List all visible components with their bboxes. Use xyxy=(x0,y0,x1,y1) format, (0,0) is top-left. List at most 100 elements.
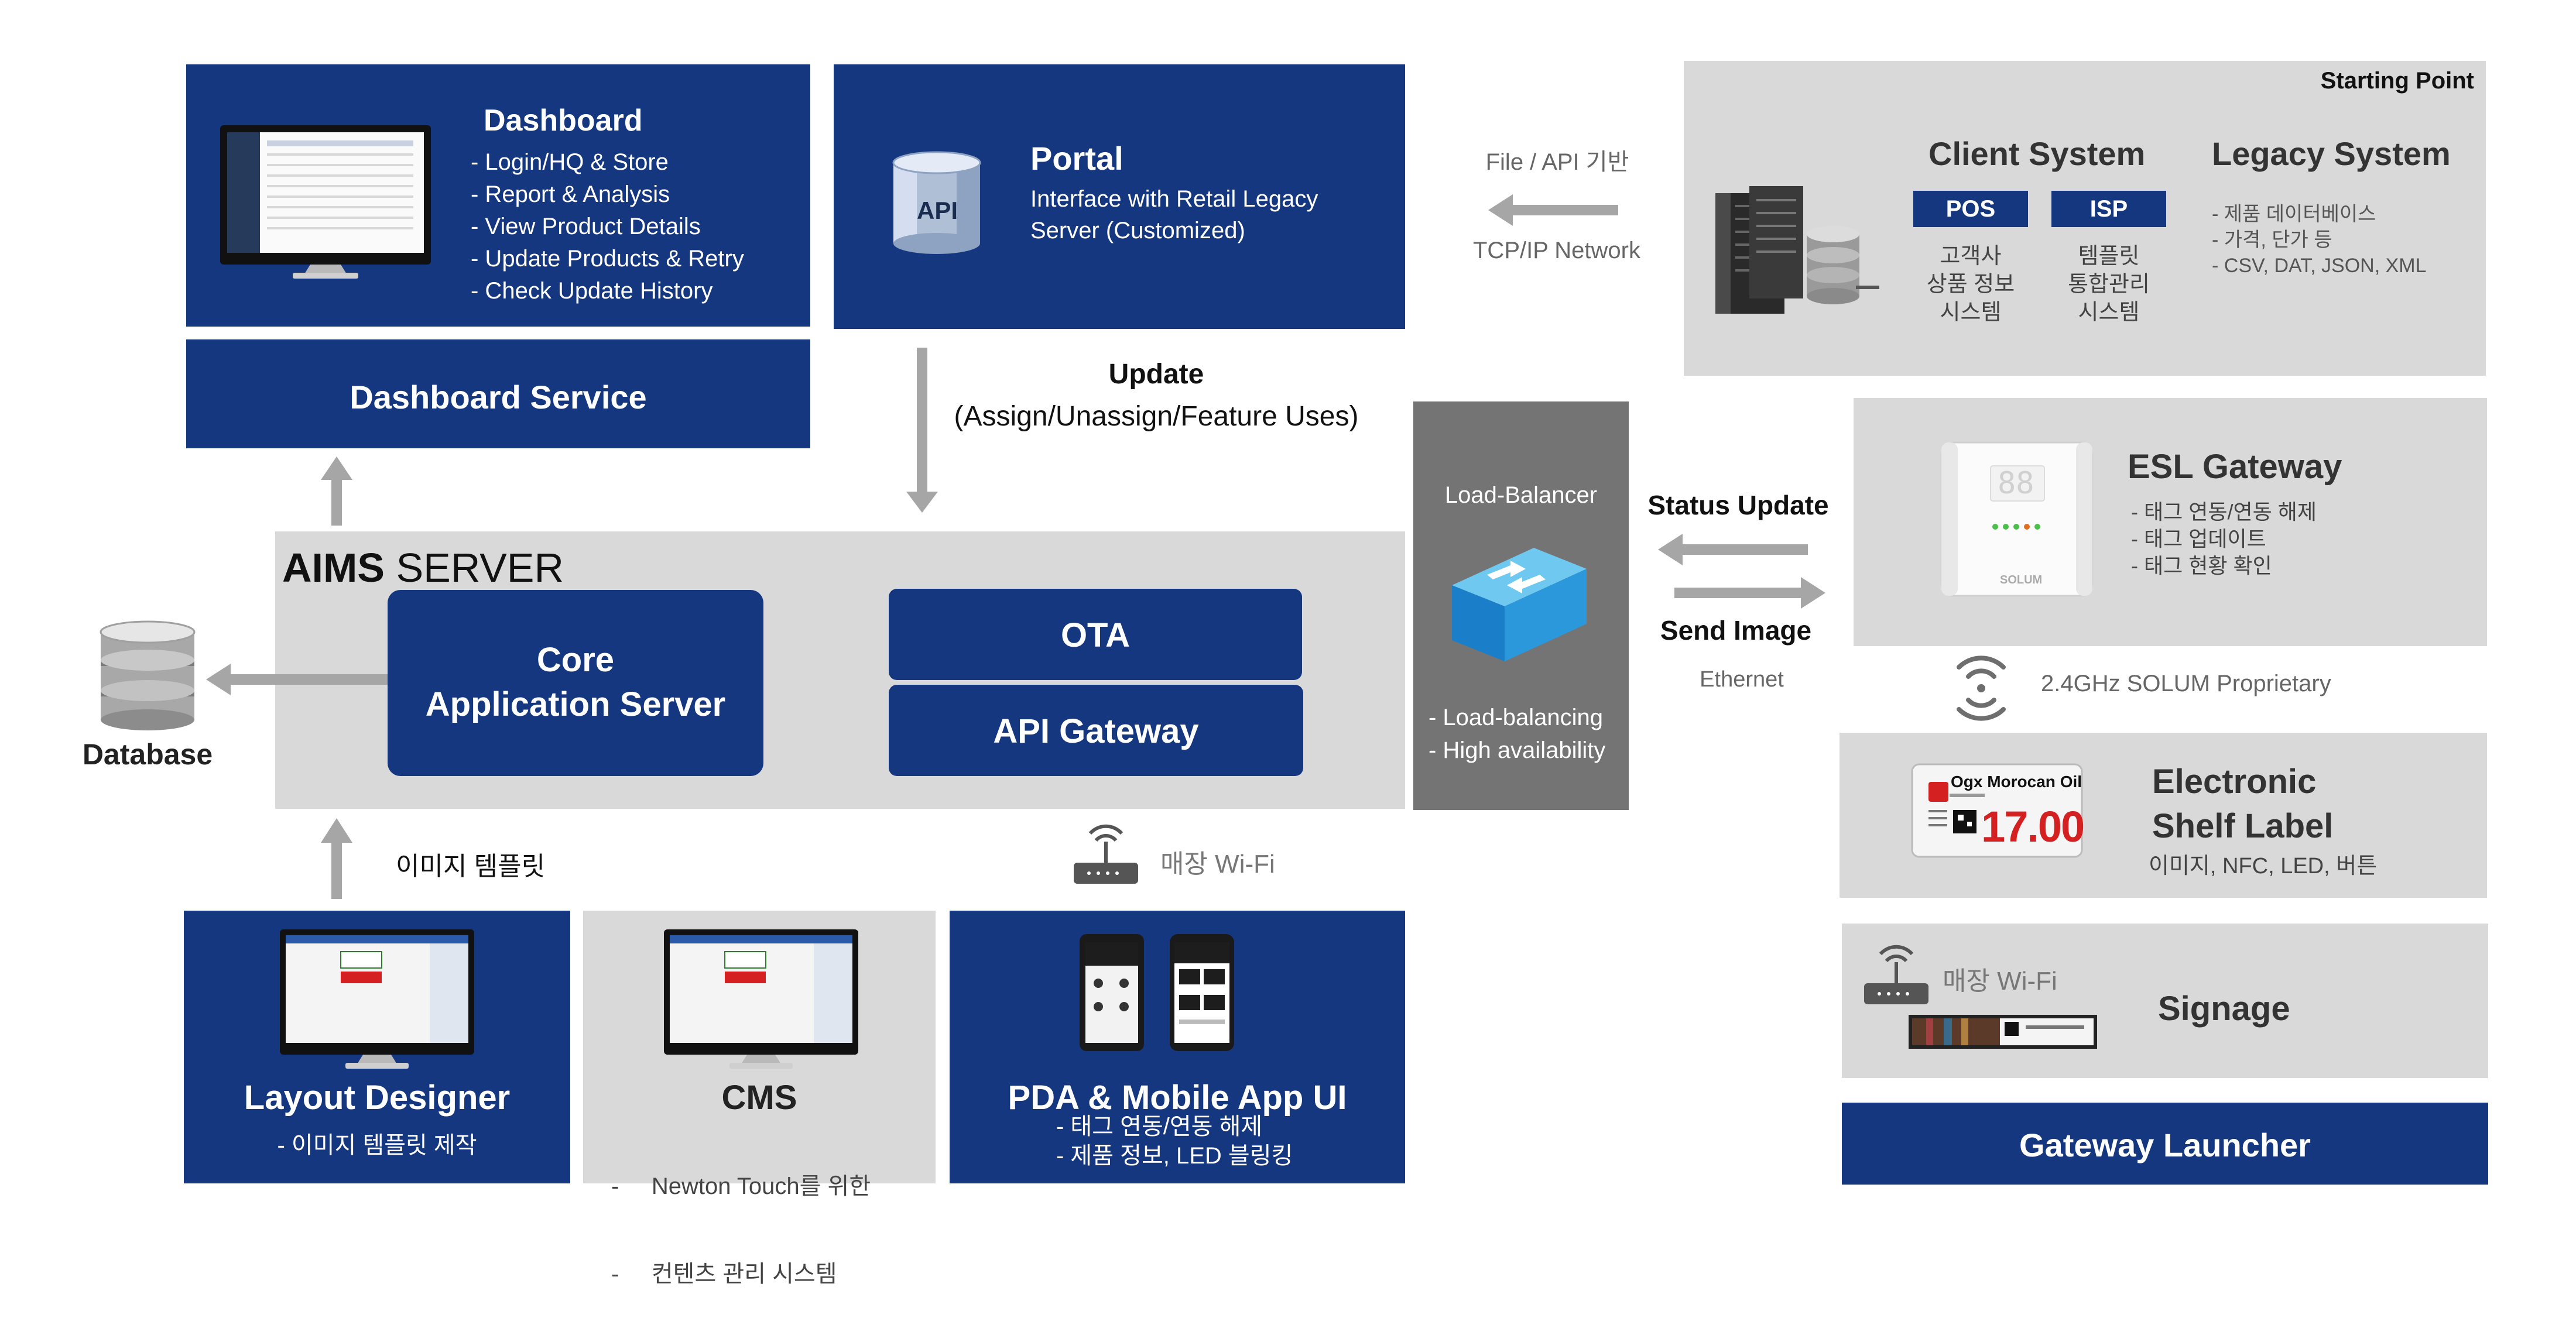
isp-desc-line: 통합관리 xyxy=(2068,272,2150,297)
api-database-icon xyxy=(892,151,981,254)
arrow-core-to-database xyxy=(206,664,388,695)
cms-title: CMS xyxy=(721,1079,797,1117)
tcpip-label: TCP/IP Network xyxy=(1473,238,1640,263)
dashboard-item: - Update Products & Retry xyxy=(471,246,744,272)
esl-gateway-display: 88 xyxy=(1998,466,2034,501)
ota-label: OTA xyxy=(1060,616,1131,654)
dashboard-title: Dashboard xyxy=(484,104,643,138)
arrow-portal-to-aims xyxy=(906,348,938,513)
pos-badge: POS xyxy=(1913,191,2028,227)
image-template-label: 이미지 템플릿 xyxy=(396,852,546,881)
diagram-graphics xyxy=(100,125,2097,1069)
legacy-item: - CSV, DAT, JSON, XML xyxy=(2212,255,2427,277)
legacy-item: - 제품 데이터베이스 xyxy=(2212,203,2376,225)
core-label-2: Application Server xyxy=(425,685,726,723)
pda-item: - 제품 정보, LED 블링킹 xyxy=(1056,1143,1293,1169)
arrow-layout-to-aims xyxy=(321,818,352,899)
signage-box xyxy=(1842,924,2488,1078)
signage-label: Signage xyxy=(2158,990,2290,1028)
arrow-aims-to-dashboard-service xyxy=(321,457,352,526)
starting-point-label: Starting Point xyxy=(2320,68,2474,94)
signage-wifi-router-icon xyxy=(1864,945,1928,1004)
esl-gateway-items: - 태그 연동/연동 해제 - 태그 업데이트 - 태그 현황 확인 xyxy=(2131,499,2317,579)
cms-item: - 컨텐츠 관리 시스템 xyxy=(611,1261,837,1287)
cms-items: - Newton Touch를 위한 - 컨텐츠 관리 시스템 xyxy=(611,1113,871,1318)
layout-designer-monitor-icon xyxy=(280,929,474,1069)
load-balancer-items: - Load-balancing - High availability xyxy=(1429,701,1605,767)
aims-server-title: AIMS SERVER xyxy=(282,544,564,591)
load-balancer-item: - Load-balancing xyxy=(1429,705,1603,730)
esl-gateway-item: - 태그 업데이트 xyxy=(2131,527,2266,551)
pos-desc-line: 고객사 xyxy=(1940,244,2002,269)
esl-title-1: Electronic xyxy=(2152,763,2317,801)
update-title: Update xyxy=(1108,359,1204,390)
aims-server-title-rest: SERVER xyxy=(385,545,564,591)
database-label: Database xyxy=(82,738,213,771)
core-app-server-box xyxy=(388,590,763,776)
pda-item: - 태그 연동/연동 해제 xyxy=(1056,1114,1263,1139)
arrow-status-update xyxy=(1658,534,1808,565)
gateway-launcher-box xyxy=(1842,1103,2488,1185)
esl-tag-name: Ogx Morocan Oil xyxy=(1951,773,2082,791)
core-label-1: Core xyxy=(536,641,615,679)
api-icon-label: API xyxy=(917,197,958,224)
wireless-signal-icon xyxy=(1957,655,2006,721)
status-update-label: Status Update xyxy=(1647,490,1829,520)
store-wifi-label: 매장 Wi-Fi xyxy=(1160,850,1275,878)
pos-desc-line: 시스템 xyxy=(1940,300,2002,325)
network-switch-icon xyxy=(1452,548,1587,661)
isp-badge: ISP xyxy=(2051,191,2166,227)
dashboard-monitor-icon xyxy=(220,125,431,279)
portal-desc-2: Server (Customized) xyxy=(1030,218,1245,243)
legacy-system-title: Legacy System xyxy=(2212,135,2451,172)
dashboard-item: - Report & Analysis xyxy=(471,181,670,207)
cms-monitor-icon xyxy=(664,929,858,1069)
mobile-phone-icon xyxy=(1170,934,1234,1051)
load-balancer-title: Load-Balancer xyxy=(1444,482,1598,508)
cms-item: - Newton Touch를 위한 xyxy=(611,1173,871,1199)
aims-server-title-bold: AIMS xyxy=(282,545,385,591)
arrow-send-image xyxy=(1674,577,1825,609)
portal-desc-1: Interface with Retail Legacy xyxy=(1030,186,1318,212)
dashboard-items: - Login/HQ & Store - Report & Analysis -… xyxy=(471,146,744,307)
signage-display-icon xyxy=(1909,1015,2097,1049)
client-system-title: Client System xyxy=(1928,135,2146,172)
layout-designer-sub: - 이미지 템플릿 제작 xyxy=(277,1132,477,1158)
esl-tag-icon xyxy=(1911,763,2083,858)
send-image-label: Send Image xyxy=(1660,615,1812,646)
dashboard-item: - Check Update History xyxy=(471,278,713,304)
isp-desc-line: 시스템 xyxy=(2078,300,2140,325)
dashboard-item: - Login/HQ & Store xyxy=(471,149,669,175)
server-rack-icon xyxy=(1715,186,1803,314)
update-sub: (Assign/Unassign/Feature Uses) xyxy=(954,401,1359,432)
gateway-launcher-label: Gateway Launcher xyxy=(2019,1127,2311,1163)
pos-desc: 고객사 상품 정보 시스템 xyxy=(1913,242,2028,327)
esl-title-2: Shelf Label xyxy=(2152,807,2334,845)
arrow-legacy-to-portal xyxy=(1488,194,1618,226)
dashboard-service-box xyxy=(186,339,810,448)
esl-tag-price: 17.00 xyxy=(1981,802,2085,851)
api-gateway-label: API Gateway xyxy=(993,712,1199,750)
esl-sub: 이미지, NFC, LED, 버튼 xyxy=(2149,854,2378,878)
legacy-items: - 제품 데이터베이스 - 가격, 단가 등 - CSV, DAT, JSON,… xyxy=(2212,201,2427,279)
esl-gateway-device-icon xyxy=(1940,441,2094,597)
api-gateway-box xyxy=(889,685,1303,776)
esl-gateway-brand: SOLUM xyxy=(2000,574,2043,586)
ota-box xyxy=(889,589,1302,680)
wifi-router-icon xyxy=(1074,824,1138,884)
esl-gateway-item: - 태그 현황 확인 xyxy=(2131,554,2272,578)
signage-wifi-label: 매장 Wi-Fi xyxy=(1943,967,2057,996)
isp-desc: 템플릿 통합관리 시스템 xyxy=(2051,242,2166,327)
ethernet-label: Ethernet xyxy=(1700,667,1784,692)
pda-device-icon xyxy=(1080,934,1144,1051)
esl-gateway-title: ESL Gateway xyxy=(2128,448,2342,486)
server-database-icon xyxy=(1807,226,1879,304)
pda-items: - 태그 연동/연동 해제 - 제품 정보, LED 블링킹 xyxy=(1056,1112,1293,1171)
load-balancer-item: - High availability xyxy=(1429,737,1606,763)
wireless-label: 2.4GHz SOLUM Proprietary xyxy=(2041,671,2331,696)
dashboard-service-label: Dashboard Service xyxy=(350,379,647,416)
legacy-item: - 가격, 단가 등 xyxy=(2212,229,2332,251)
layout-designer-title: Layout Designer xyxy=(244,1079,511,1117)
esl-gateway-item: - 태그 연동/연동 해제 xyxy=(2131,500,2317,524)
isp-desc-line: 템플릿 xyxy=(2078,244,2140,269)
